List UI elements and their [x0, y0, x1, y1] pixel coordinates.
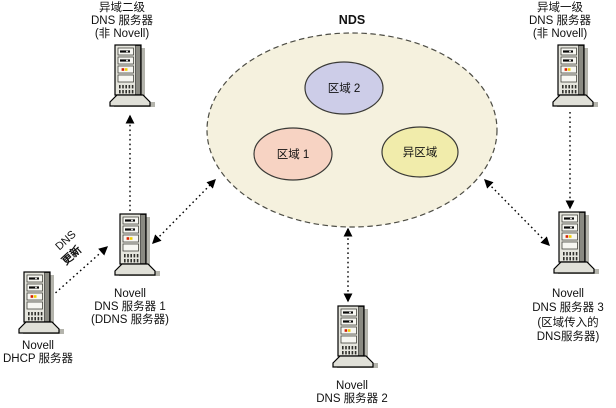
- label-line: 异域一级: [537, 1, 583, 14]
- label-novell-dns-2: Novell DNS 服务器 2: [316, 380, 388, 405]
- arrow-dhcp-to-dns1-dns-update: [51, 246, 109, 297]
- zone-2-ellipse: [304, 61, 384, 115]
- label-line: Novell: [22, 340, 54, 352]
- zone-1-label: 区域 1: [277, 148, 310, 161]
- label-line: DNS 服务器 2: [316, 391, 388, 405]
- label-line: DNS 服务器 3: [532, 300, 604, 314]
- label-line: DNS 服务器: [529, 13, 591, 27]
- label-line: DNS服务器): [537, 329, 600, 343]
- foreign-zone-ellipse: [381, 126, 459, 178]
- server-icon-foreign-secondary-dns: [109, 44, 156, 108]
- label-line: (DDNS 服务器): [91, 312, 169, 326]
- arrow-dns1-nds-bidirectional: [152, 179, 216, 244]
- zone-2-label: 区域 2: [328, 82, 361, 95]
- label-line: Novell: [552, 288, 584, 300]
- server-icon-novell-dns-3: [553, 211, 600, 275]
- label-line: DHCP 服务器: [3, 351, 74, 365]
- nds-title: NDS: [339, 13, 365, 27]
- server-icon-novell-dns-2: [332, 305, 379, 369]
- label-line: Novell: [114, 288, 146, 300]
- label-foreign-primary-dns: 异域一级 DNS 服务器 (非 Novell): [529, 1, 591, 40]
- label-line: (非 Novell): [533, 27, 587, 40]
- server-icon-novell-dhcp: [18, 271, 65, 335]
- zone-1-ellipse: [253, 127, 333, 181]
- label-line: (区域传入的: [537, 315, 598, 329]
- label-line: DNS 服务器 1: [94, 299, 166, 313]
- label-novell-dns-1: Novell DNS 服务器 1 (DDNS 服务器): [91, 288, 169, 326]
- server-icon-novell-dns-1: [114, 213, 161, 277]
- foreign-zone-label: 异区域: [403, 146, 438, 159]
- label-line: Novell: [336, 380, 368, 392]
- label-line: 异域二级: [99, 1, 145, 14]
- server-icon-foreign-primary-dns: [552, 44, 599, 108]
- label-line: DNS 服务器: [91, 13, 153, 27]
- label-line: (非 Novell): [95, 27, 149, 40]
- label-novell-dns-3: Novell DNS 服务器 3 (区域传入的 DNS服务器): [532, 288, 604, 343]
- arrow-nds-dns3-bidirectional: [484, 179, 550, 246]
- label-foreign-secondary-dns: 异域二级 DNS 服务器 (非 Novell): [91, 1, 153, 40]
- label-novell-dhcp: Novell DHCP 服务器: [3, 340, 74, 365]
